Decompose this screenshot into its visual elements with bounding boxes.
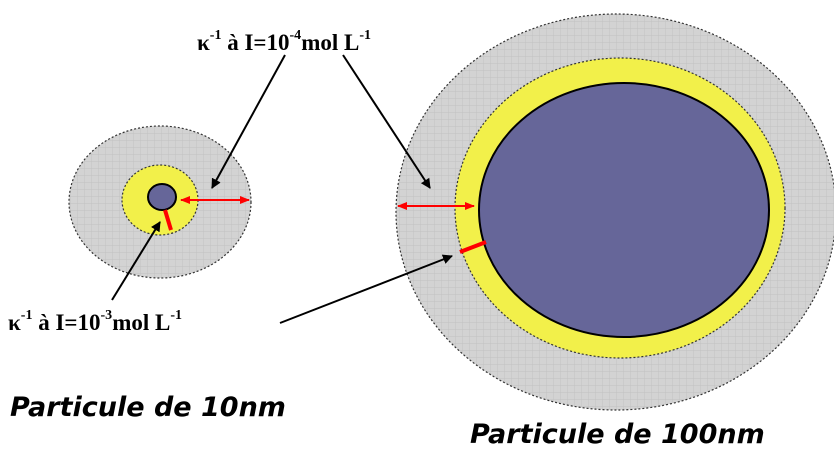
superscript: -1 <box>209 28 222 44</box>
ionic-strength-text: à I=10 <box>32 310 101 335</box>
pointer-arrow-bottom-to-large <box>279 254 453 324</box>
pointer-arrow-top-to-small <box>211 54 286 189</box>
small-core <box>147 183 177 211</box>
small-particle <box>68 125 252 279</box>
superscript: -1 <box>359 28 371 44</box>
small-debye-length-bar <box>163 209 173 231</box>
superscript: -1 <box>20 308 33 324</box>
ionic-strength-text: à I=10 <box>221 30 290 55</box>
superscript: -3 <box>100 308 113 324</box>
debye-length-label-top: κ-1 à I=10-4mol L-1 <box>197 28 371 55</box>
large-core <box>478 82 770 338</box>
kappa-symbol: κ <box>197 30 210 55</box>
pointer-arrow-bottom-to-small <box>111 221 161 301</box>
large-particle <box>395 13 834 411</box>
superscript: -1 <box>170 308 182 324</box>
unit-text: mol L <box>112 310 171 335</box>
superscript: -4 <box>289 28 302 44</box>
caption-small-particle: Particule de 10nm <box>10 392 286 423</box>
pointer-arrow-top-to-large <box>342 54 431 189</box>
kappa-symbol: κ <box>8 310 21 335</box>
unit-text: mol L <box>301 30 360 55</box>
debye-length-label-bottom: κ-1 à I=10-3mol L-1 <box>8 308 182 335</box>
large-debye-length-bar <box>459 240 487 254</box>
caption-large-particle: Particule de 100nm <box>470 419 765 450</box>
